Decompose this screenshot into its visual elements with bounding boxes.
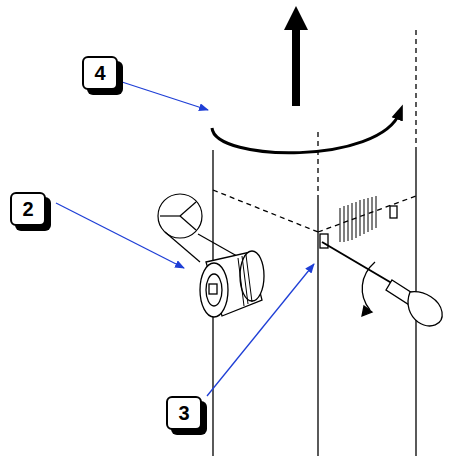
callout-number: 2 — [22, 199, 33, 219]
column-housing — [213, 30, 416, 456]
callout-box: 3 — [166, 396, 202, 430]
callout-box: 4 — [82, 56, 118, 90]
callout-number: 3 — [178, 403, 189, 423]
callout-number: 4 — [94, 63, 105, 83]
lift-arrow — [284, 6, 308, 106]
knob — [200, 251, 264, 317]
leader-lines — [56, 82, 314, 396]
detail-inset — [158, 194, 244, 262]
callout-box: 2 — [10, 192, 46, 226]
rotate-arrow — [212, 112, 400, 153]
screwdriver — [322, 242, 442, 326]
